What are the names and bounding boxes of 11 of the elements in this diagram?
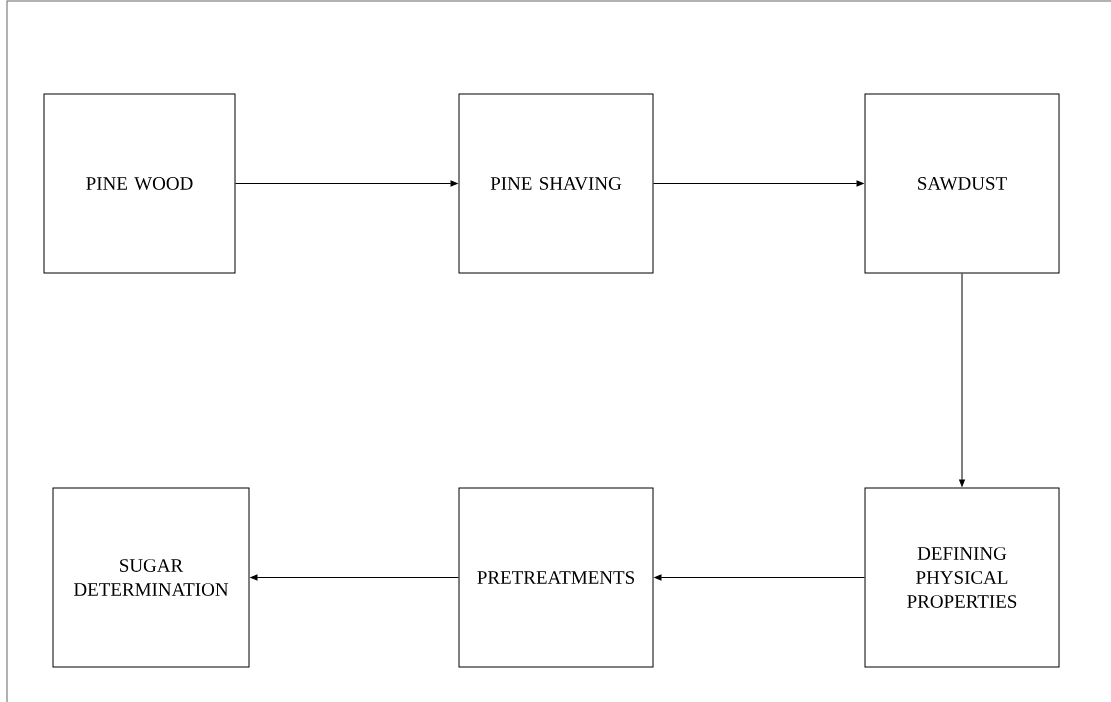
process-box: SAWDUST [864,93,1060,274]
process-box: SUGAR DETERMINATION [52,487,250,668]
process-box: PINE WOOD [43,93,236,274]
arrow [959,273,965,487]
arrow [235,180,458,187]
process-box: PINE SHAVING [458,93,654,274]
process-box: DEFINING PHYSICAL PROPERTIES [864,487,1060,668]
arrow [653,180,864,187]
arrow [654,574,865,581]
arrow [250,574,459,581]
process-box: PRETREATMENTS [458,487,654,668]
